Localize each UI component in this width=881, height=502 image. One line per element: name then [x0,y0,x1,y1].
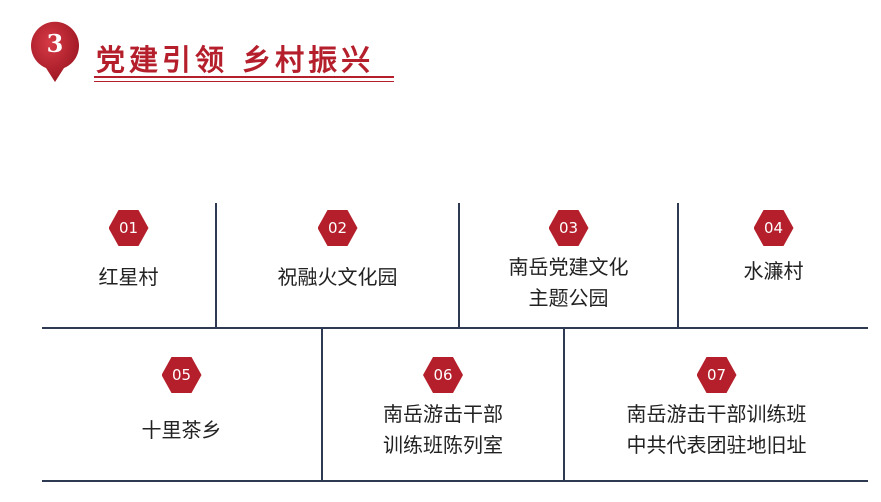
item-number-badge: 03 [548,210,589,246]
item-number-badge: 07 [696,357,737,393]
item-label: 红星村 [98,265,159,289]
divider-h-bottom [42,480,868,482]
divider-h-middle [42,327,868,329]
item-number-badge: 04 [753,210,794,246]
title-underline [94,76,394,78]
divider-v1 [215,203,217,328]
item-label: 南岳游击干部 训练班陈列室 [383,402,503,457]
section-header: 3 党建引领 乡村振兴 [0,0,881,110]
item-number-badge: 06 [423,357,463,393]
item-card: 05 十里茶乡 [42,357,321,446]
item-card: 06 南岳游击干部 训练班陈列室 [323,357,563,461]
item-card: 01 红星村 [42,210,215,293]
item-card: 04 水濂村 [679,210,868,287]
item-number-badge: 01 [108,210,149,246]
item-number-badge: 05 [161,357,202,393]
divider-v3 [677,203,679,328]
section-number: 3 [46,29,64,58]
item-label: 南岳游击干部训练班 中共代表团驻地旧址 [626,402,807,457]
divider-v2 [458,203,460,328]
divider-v4 [321,328,323,481]
item-label: 十里茶乡 [141,418,222,442]
item-card: 07 南岳游击干部训练班 中共代表团驻地旧址 [565,357,868,461]
item-card: 02 祝融火文化园 [217,210,458,293]
title-underline-thin [94,81,394,82]
divider-v5 [563,328,565,481]
item-label: 祝融火文化园 [277,265,398,289]
section-title: 党建引领 乡村振兴 [96,43,375,77]
item-number-badge: 02 [317,210,358,246]
item-label: 水濂村 [743,259,804,283]
item-card: 03 南岳党建文化 主题公园 [460,210,677,314]
map-pin-icon [31,21,79,82]
item-label: 南岳党建文化 主题公园 [508,255,629,310]
